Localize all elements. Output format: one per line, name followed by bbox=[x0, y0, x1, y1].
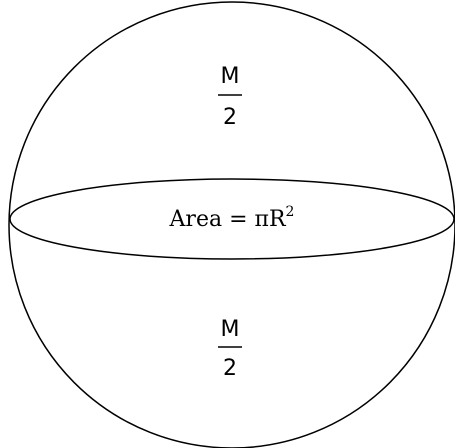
top-fraction-numerator: M bbox=[221, 64, 240, 89]
bottom-fraction-numerator: M bbox=[221, 317, 240, 342]
top-fraction: M 2 bbox=[218, 64, 242, 130]
bottom-fraction-denominator: 2 bbox=[223, 356, 237, 381]
area-label-exponent: 2 bbox=[286, 204, 295, 220]
cross-section-ellipse bbox=[9, 178, 455, 260]
sphere-outline bbox=[8, 1, 455, 448]
area-label: Area = πR2 bbox=[169, 204, 295, 232]
top-fraction-denominator: 2 bbox=[223, 105, 237, 130]
bottom-fraction: M 2 bbox=[218, 317, 242, 381]
area-label-text: Area = πR bbox=[169, 207, 287, 232]
